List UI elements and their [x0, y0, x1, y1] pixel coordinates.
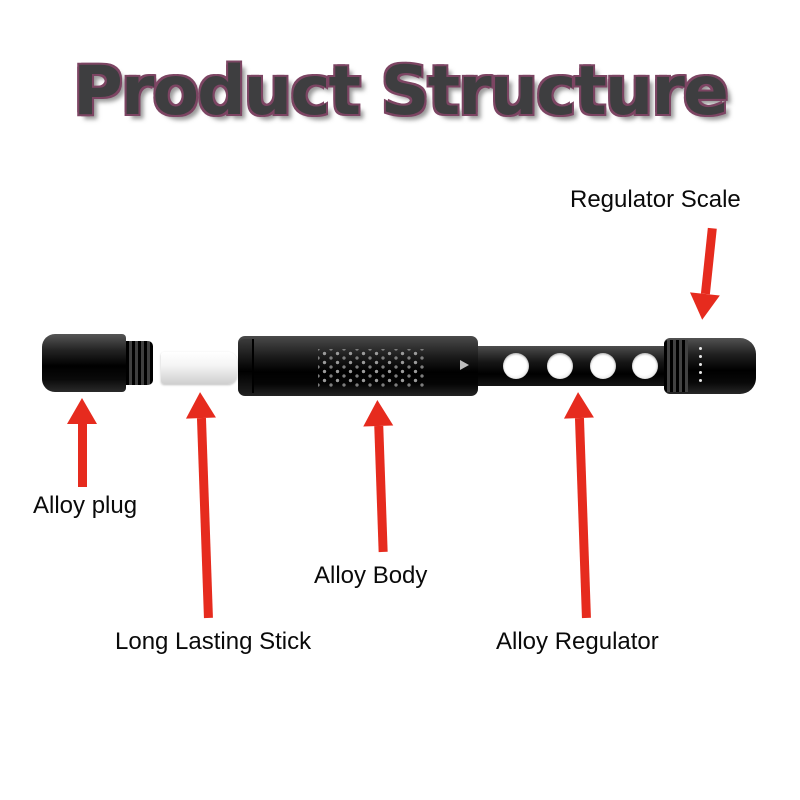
page-title: Product Structure: [73, 52, 729, 131]
arrow-head: [563, 391, 594, 419]
label-alloy-plug: Alloy plug: [33, 492, 138, 519]
arrow-alloy-regulator: [563, 391, 601, 619]
label-regulator-scale: Regulator Scale: [570, 186, 741, 213]
alloy-body-part: [238, 336, 478, 396]
label-alloy-body: Alloy Body: [314, 562, 428, 589]
arrow-regulator-scale: [687, 227, 726, 322]
vent-dots-pattern: [318, 349, 424, 387]
regulator-hole: [503, 353, 529, 379]
alloy-regulator-part: [478, 346, 670, 386]
regulator-scale-dots: [699, 347, 702, 382]
arrow-head: [362, 399, 394, 427]
alloy-plug-threads: [126, 341, 153, 385]
arrow-alloy-body: [362, 399, 397, 553]
arrow-stem: [196, 417, 213, 619]
alloy-plug-part: [42, 334, 126, 392]
arrow-head: [687, 292, 720, 322]
arrow-stem: [700, 227, 717, 295]
regulator-hole: [632, 353, 658, 379]
triangle-marker-icon: [460, 360, 469, 370]
cap-ridges: [664, 340, 688, 392]
label-alloy-regulator: Alloy Regulator: [496, 628, 659, 655]
arrow-head: [67, 398, 97, 424]
arrow-alloy-plug: [67, 398, 97, 487]
long-lasting-stick-part: [161, 352, 237, 384]
arrow-stem: [574, 417, 591, 619]
regulator-cap-part: [664, 338, 756, 394]
label-long-lasting-stick: Long Lasting Stick: [115, 628, 312, 655]
arrow-stem: [77, 424, 87, 487]
arrow-long-lasting-stick: [185, 391, 223, 619]
body-collar: [238, 339, 254, 393]
regulator-hole: [590, 353, 616, 379]
arrow-stem: [373, 425, 388, 553]
regulator-hole: [547, 353, 573, 379]
arrow-head: [185, 391, 216, 419]
